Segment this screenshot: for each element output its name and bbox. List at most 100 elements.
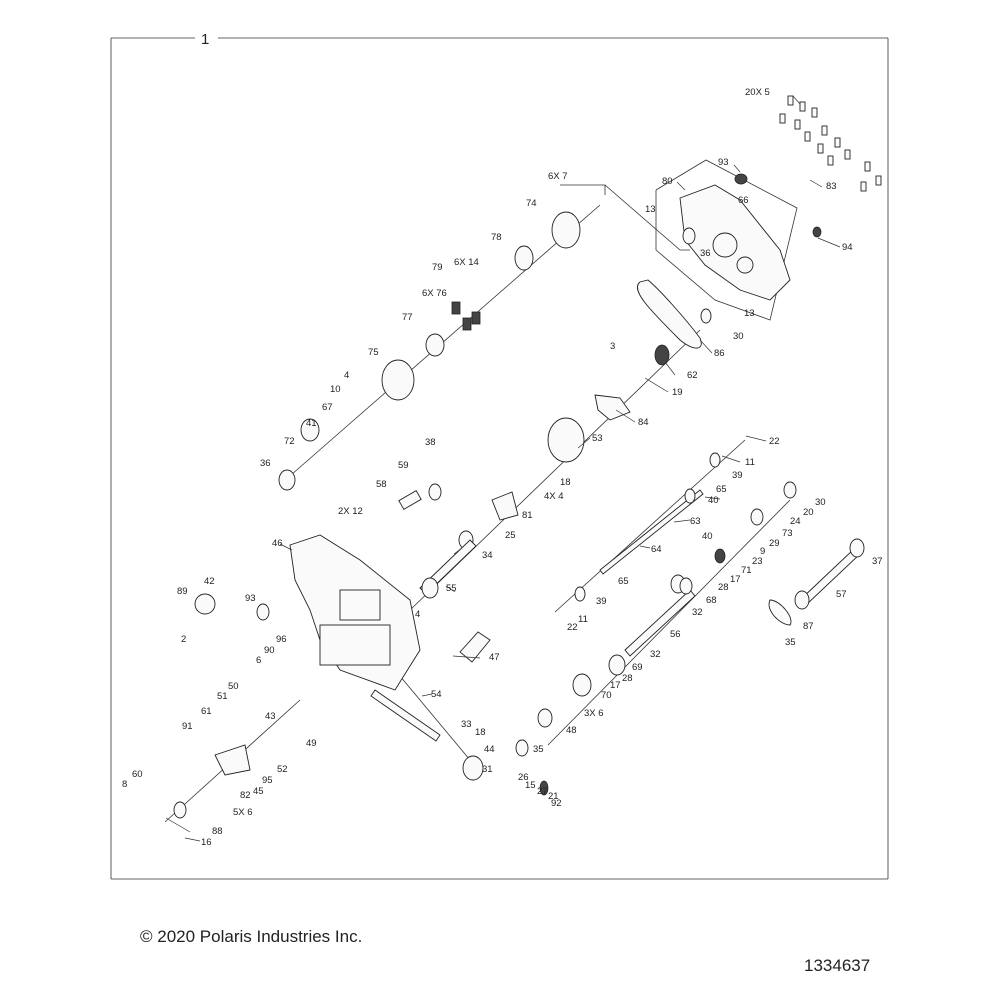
callout: 54 <box>431 689 442 700</box>
callout: 65 <box>716 484 727 495</box>
callout: 29 <box>769 538 780 549</box>
callout: 84 <box>638 417 649 428</box>
callout: 81 <box>522 510 533 521</box>
callout: 83 <box>826 181 837 192</box>
callout: 59 <box>398 460 409 471</box>
callout: 36 <box>260 458 271 469</box>
callout: 16 <box>201 837 212 848</box>
callout: 15 <box>525 780 536 791</box>
callout: 17 <box>730 574 741 585</box>
callout: 65 <box>618 576 629 587</box>
callout: 82 <box>240 790 251 801</box>
callout: 30 <box>733 331 744 342</box>
callout: 95 <box>262 775 273 786</box>
callout: 47 <box>489 652 500 663</box>
callout: 10 <box>330 384 341 395</box>
callout: 67 <box>322 402 333 413</box>
callout: 4 <box>415 609 420 620</box>
callout: 73 <box>782 528 793 539</box>
frame: 1 <box>110 31 889 880</box>
copyright-notice: © 2020 Polaris Industries Inc. <box>140 927 363 946</box>
callout: 45 <box>253 786 264 797</box>
callout: 88 <box>212 826 223 837</box>
callout: 21 <box>548 791 559 802</box>
callout: 40 <box>702 531 713 542</box>
parts <box>173 95 882 819</box>
callout: 74 <box>526 198 537 209</box>
callout: 18 <box>560 477 571 488</box>
callout: 46 <box>272 538 283 549</box>
callout: 90 <box>264 645 275 656</box>
callout: 2X 12 <box>338 506 363 517</box>
callout: 6X 7 <box>548 171 568 182</box>
callout: 87 <box>803 621 814 632</box>
callout: 62 <box>687 370 698 381</box>
callout: 55 <box>446 583 457 594</box>
bolt-set <box>779 95 882 192</box>
callout: 30 <box>815 497 826 508</box>
callout: 27 <box>537 786 548 797</box>
callout: 68 <box>706 595 717 606</box>
callout: 79 <box>432 262 443 273</box>
drawing-number: 1334637 <box>804 956 871 975</box>
callout: 61 <box>201 706 212 717</box>
callout: 4 <box>344 370 349 381</box>
callout: 35 <box>533 744 544 755</box>
callout: 3X 6 <box>584 708 604 719</box>
callout: 39 <box>732 470 743 481</box>
callout: 24 <box>790 516 801 527</box>
gear-75 <box>381 359 415 401</box>
callout: 52 <box>277 764 288 775</box>
callout: 8 <box>122 779 127 790</box>
callout: 41 <box>306 418 317 429</box>
callout: 39 <box>596 596 607 607</box>
callout: 44 <box>484 744 495 755</box>
callout: 64 <box>651 544 662 555</box>
callout: 93 <box>718 157 729 168</box>
callout: 42 <box>204 576 215 587</box>
callout: 11 <box>578 614 588 625</box>
callout: 6X 14 <box>454 257 479 268</box>
callout: 19 <box>672 387 683 398</box>
callout: 38 <box>425 437 436 448</box>
callout: 53 <box>592 433 603 444</box>
callout: 77 <box>402 312 413 323</box>
callout: 20X 5 <box>745 87 770 98</box>
callout: 75 <box>368 347 379 358</box>
drive-belt <box>636 279 702 349</box>
callout: 32 <box>650 649 661 660</box>
callout: 5X 6 <box>233 807 253 818</box>
callout: 43 <box>265 711 276 722</box>
callout: 18 <box>475 727 486 738</box>
callout: 2 <box>181 634 186 645</box>
callout: 78 <box>491 232 502 243</box>
callout: 28 <box>622 673 633 684</box>
callout: 63 <box>690 516 701 527</box>
callout: 32 <box>692 607 703 618</box>
callout: 28 <box>718 582 729 593</box>
callout: 26 <box>518 772 529 783</box>
callout: 25 <box>505 530 516 541</box>
gear-74 <box>551 211 581 249</box>
callout: 40 <box>708 495 719 506</box>
callout: 96 <box>276 634 287 645</box>
callout: 92 <box>551 798 562 809</box>
callout: 4X 4 <box>544 491 564 502</box>
callout: 51 <box>217 691 228 702</box>
callout: 57 <box>836 589 847 600</box>
callout: 36 <box>700 248 711 259</box>
callout: 56 <box>670 629 681 640</box>
callout: 33 <box>461 719 472 730</box>
callout: 13 <box>744 308 755 319</box>
callout-labels: 20X 5 93 80 83 66 13 36 94 6X 7 74 78 6X… <box>122 87 883 848</box>
callout: 9 <box>760 546 765 557</box>
callout: 89 <box>177 586 188 597</box>
leader-lines <box>165 95 841 842</box>
callout: 34 <box>482 550 493 561</box>
callout: 6 <box>256 655 261 666</box>
callout: 80 <box>662 176 673 187</box>
callout: 31 <box>482 764 493 775</box>
callout: 37 <box>872 556 883 567</box>
shaft-56 <box>624 589 696 657</box>
callout: 48 <box>566 725 577 736</box>
